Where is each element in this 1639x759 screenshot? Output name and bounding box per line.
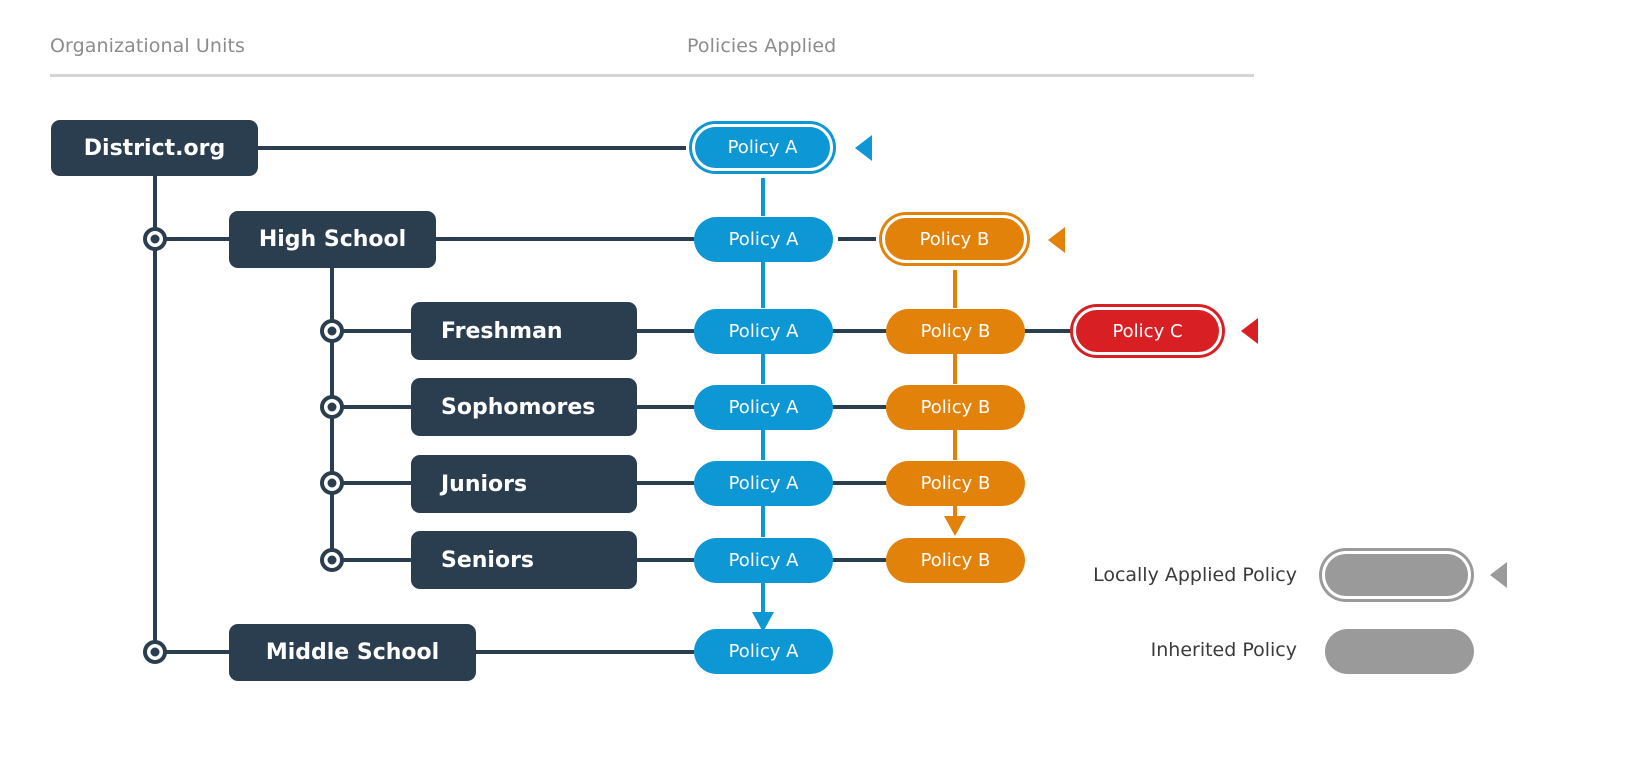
policy-pill-freshman-policy-a[interactable]: Policy A	[694, 309, 833, 354]
policy-label: Policy B	[920, 397, 991, 418]
policy-pill-high-school-policy-a[interactable]: Policy A	[694, 217, 833, 262]
policy-label: Policy A	[728, 229, 799, 250]
ou-label: High School	[258, 227, 407, 252]
ou-box-high-school[interactable]: High School	[229, 211, 436, 268]
header-divider	[50, 74, 1254, 77]
ou-box-district[interactable]: District.org	[51, 120, 258, 176]
policy-pill-high-school-policy-b[interactable]: Policy B	[882, 215, 1027, 263]
policy-pill-freshman-policy-b[interactable]: Policy B	[886, 309, 1025, 354]
policy-pill-sophomores-policy-a[interactable]: Policy A	[694, 385, 833, 430]
ou-box-freshman[interactable]: Freshman	[411, 302, 637, 360]
policy-label: Policy B	[920, 321, 991, 342]
policy-pill-freshman-policy-c[interactable]: Policy C	[1073, 307, 1222, 355]
ou-label: Freshman	[441, 318, 563, 344]
policy-label: Policy B	[920, 550, 991, 571]
policy-pill-juniors-policy-a[interactable]: Policy A	[694, 461, 833, 506]
column-header-organizational-units: Organizational Units	[50, 35, 246, 57]
policy-label: Policy B	[920, 473, 991, 494]
policy-label: Policy A	[728, 397, 799, 418]
ou-label: Middle School	[265, 640, 440, 665]
column-header-policies-applied: Policies Applied	[687, 35, 837, 57]
local-policy-marker-freshman-policy-c	[1241, 318, 1258, 344]
policy-label: Policy A	[728, 321, 799, 342]
ou-label: Seniors	[441, 547, 535, 573]
policy-pill-sophomores-policy-b[interactable]: Policy B	[886, 385, 1025, 430]
policy-label: Policy C	[1112, 320, 1183, 342]
ou-box-juniors[interactable]: Juniors	[411, 455, 637, 513]
ou-label: Sophomores	[441, 394, 596, 420]
ou-box-middle-school[interactable]: Middle School	[229, 624, 476, 681]
ou-box-seniors[interactable]: Seniors	[411, 531, 637, 589]
policy-label: Policy A	[728, 473, 799, 494]
policy-label: Policy A	[728, 550, 799, 571]
legend-label-locally-applied: Locally Applied Policy	[1093, 564, 1297, 586]
ou-label: District.org	[83, 135, 226, 161]
local-policy-marker-district-policy-a	[855, 135, 872, 161]
tree-junction-nodes	[143, 227, 344, 664]
policy-label: Policy A	[728, 641, 799, 662]
legend-marker-locally-applied	[1490, 562, 1507, 588]
legend-swatch-locally-applied	[1322, 551, 1471, 599]
ou-label: Juniors	[441, 471, 528, 497]
policy-label: Policy A	[727, 137, 798, 158]
policy-pill-seniors-policy-b[interactable]: Policy B	[886, 538, 1025, 583]
policy-pill-seniors-policy-a[interactable]: Policy A	[694, 538, 833, 583]
policy-pill-district-policy-a[interactable]: Policy A	[692, 124, 833, 171]
legend-swatch-inherited	[1325, 629, 1474, 674]
policy-pill-middle-school-policy-a[interactable]: Policy A	[694, 629, 833, 674]
legend-label-inherited: Inherited Policy	[1150, 639, 1297, 661]
local-policy-marker-high-school-policy-b	[1048, 227, 1065, 253]
policy-pill-juniors-policy-b[interactable]: Policy B	[886, 461, 1025, 506]
policy-label: Policy B	[919, 228, 990, 250]
ou-box-sophomores[interactable]: Sophomores	[411, 378, 637, 436]
